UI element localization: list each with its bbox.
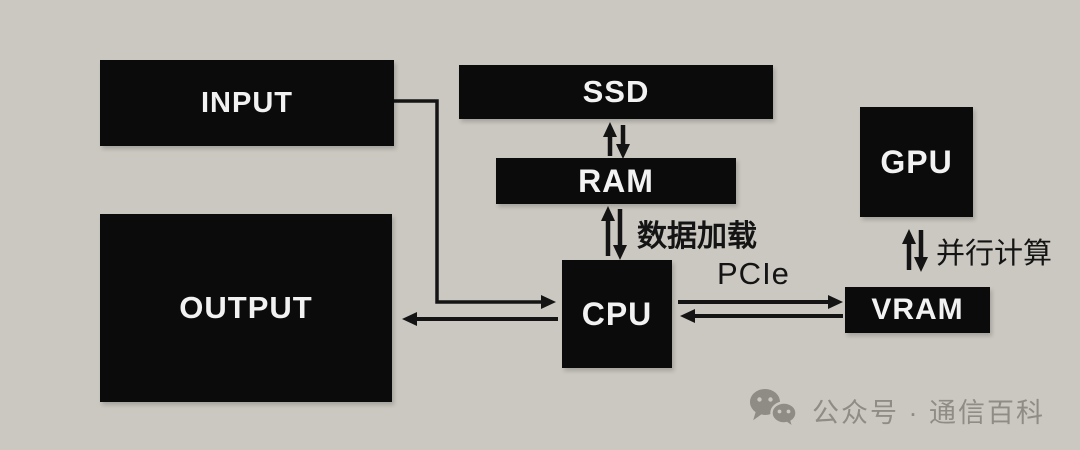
edge-label-parallel-compute: 并行计算 [936,236,1053,270]
node-cpu: CPU [562,260,672,368]
node-output: OUTPUT [100,214,392,402]
watermark-text: 公众号 · 通信百科 [812,397,1045,428]
node-ram: RAM [496,158,736,204]
node-vram: VRAM [845,287,990,333]
node-gpu: GPU [860,107,973,217]
edge-label-data-load: 数据加载 [637,220,757,253]
node-input-label: INPUT [201,86,293,119]
node-vram-label: VRAM [871,293,964,326]
watermark: 公众号 · 通信百科 [748,387,1045,433]
node-cpu-label: CPU [581,295,653,332]
node-output-label: OUTPUT [179,290,313,325]
edge-label-pcie: PCIe [717,256,790,291]
node-ssd: SSD [459,65,773,119]
node-gpu-label: GPU [880,143,953,180]
node-input: INPUT [100,60,394,146]
wechat-icon [750,389,798,431]
node-ssd-label: SSD [582,74,650,109]
node-ram-label: RAM [578,162,654,199]
